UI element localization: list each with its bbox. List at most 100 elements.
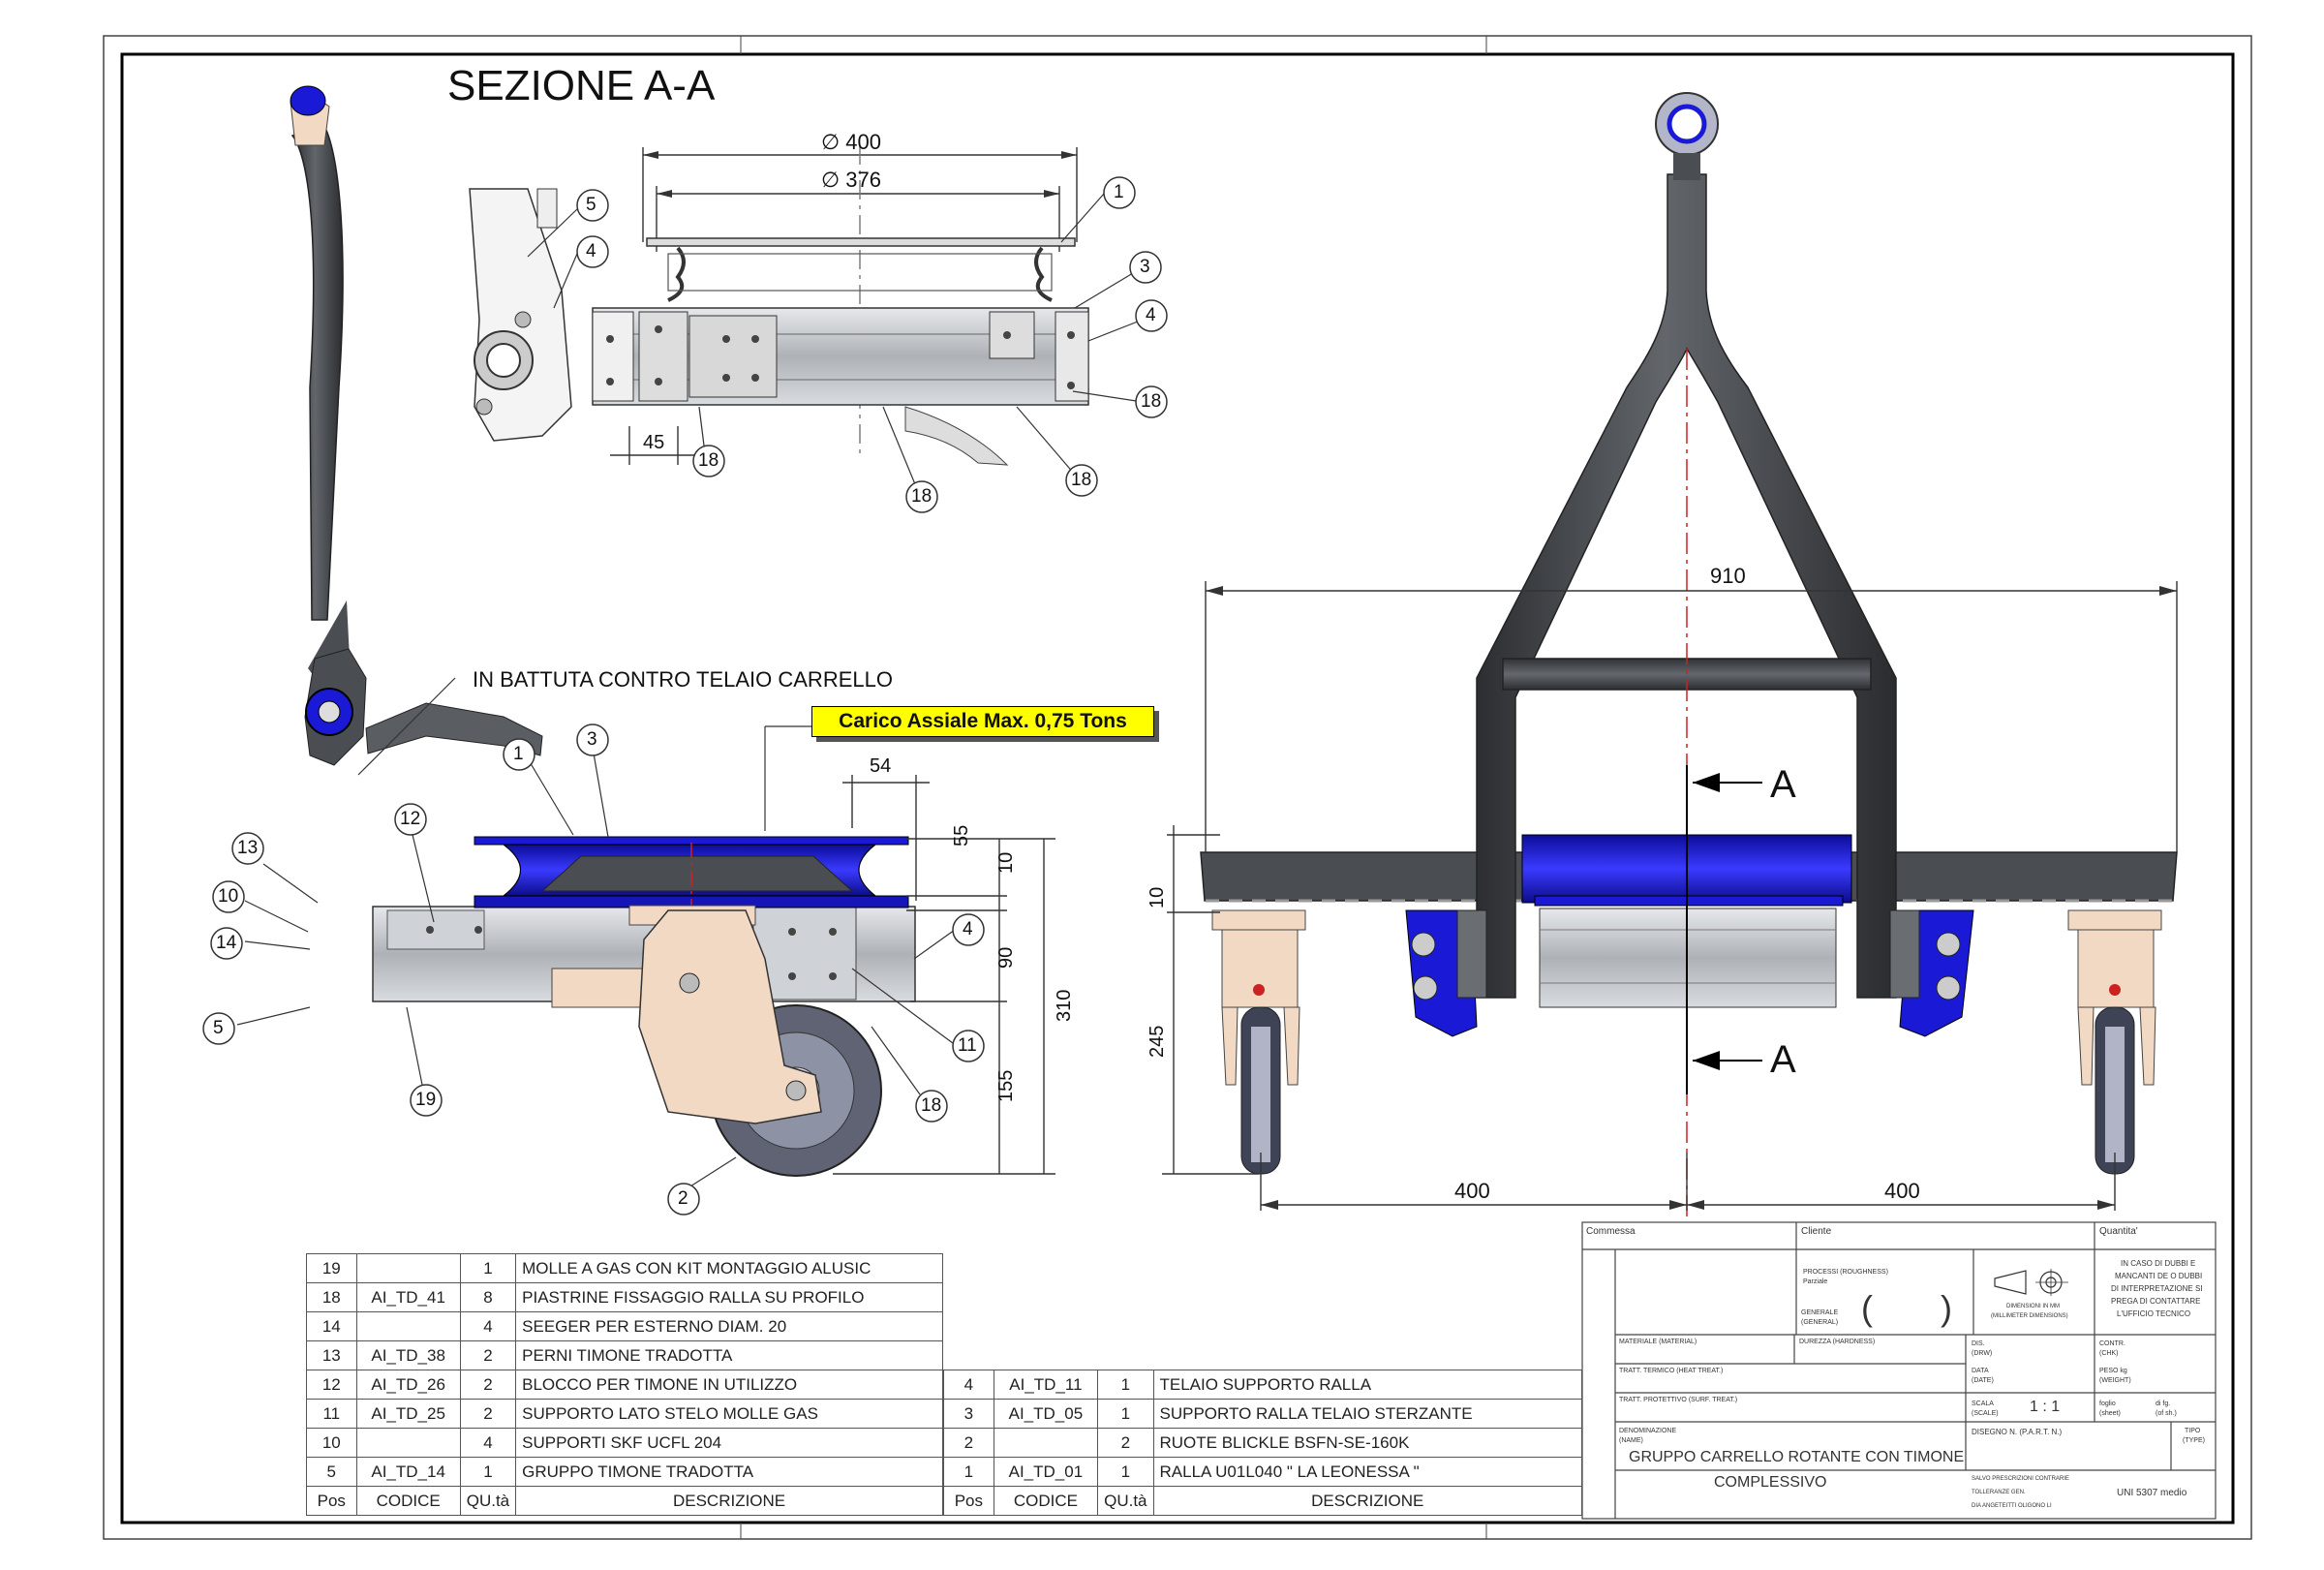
tb-generale: GENERALE (1801, 1309, 1839, 1316)
balloon-top-5: 5 (586, 195, 596, 215)
dim-diameter-400: ∅ 400 (821, 130, 881, 155)
header-desc: DESCRIZIONE (1152, 1486, 1582, 1516)
bom-pos: 19 (306, 1253, 357, 1283)
annotation-contact: IN BATTUTA CONTRO TELAIO CARRELLO (473, 667, 893, 692)
tb-processi: PROCESSI (ROUGHNESS) (1803, 1269, 1888, 1276)
bom-desc: RUOTE BLICKLE BSFN-SE-160K (1152, 1428, 1582, 1458)
diameter-symbol: ∅ (821, 168, 841, 192)
tb-quantita: Quantita' (2099, 1226, 2138, 1237)
tb-dimensioni: DIMENSIONI IN MM (2006, 1304, 2060, 1309)
tb-data: DATA (1972, 1368, 1989, 1374)
dim-diameter-376: ∅ 376 (821, 168, 881, 193)
tb-foglio: foglio (2099, 1401, 2116, 1407)
tb-denominazione: DENOMINAZIONE (1619, 1428, 1677, 1434)
tb-contr-en: (CHK) (2099, 1350, 2119, 1357)
tb-fine-0: SALVO PRESCRIZIONI CONTRARIE (1972, 1476, 2069, 1482)
tb-contr: CONTR. (2099, 1340, 2125, 1347)
diameter-symbol: ∅ (821, 130, 841, 154)
bom-codice: AI_TD_14 (355, 1457, 461, 1487)
bom-codice (355, 1311, 461, 1341)
tb-dimensioni-en: (MILLIMETER DIMENSIONS) (1991, 1313, 2068, 1319)
dim-155: 155 (995, 1069, 1017, 1102)
bom-desc: PIASTRINE FISSAGGIO RALLA SU PROFILO (515, 1282, 943, 1312)
header-codice: CODICE (355, 1486, 461, 1516)
balloon-side-5: 5 (213, 1018, 224, 1038)
bom-codice: AI_TD_25 (355, 1399, 461, 1429)
section-title: SEZIONE A-A (447, 62, 716, 109)
bom-pos: 12 (306, 1370, 357, 1400)
tb-materiale: MATERIALE (MATERIAL) (1619, 1339, 1697, 1345)
bom-pos: 1 (943, 1457, 994, 1487)
tb-dis-en: (DRW) (1972, 1350, 1993, 1357)
bom-desc: SEEGER PER ESTERNO DIAM. 20 (515, 1311, 943, 1341)
bom-pos: 5 (306, 1457, 357, 1487)
projection-symbol-icon (1994, 1269, 2068, 1296)
tb-note-3: PREGA DI CONTATTARE (2111, 1297, 2201, 1306)
balloon-side-3: 3 (587, 729, 597, 750)
tb-note-1: MANCANTI DE O DUBBI (2115, 1272, 2203, 1280)
bom-codice: AI_TD_01 (993, 1457, 1099, 1487)
side-view (202, 85, 1055, 1216)
bom-codice (355, 1253, 461, 1283)
tb-fine-2: DIA ANGETEITTI OLIGONO LI (1972, 1503, 2052, 1509)
tb-bracket-symbol: ( ) (1861, 1288, 1952, 1328)
tb-parziale: Parziale (1803, 1278, 1828, 1285)
balloon-side-4: 4 (963, 919, 973, 939)
tb-name-line-1: GRUPPO CARRELLO ROTANTE CON TIMONE (1629, 1449, 1965, 1465)
header-codice: CODICE (993, 1486, 1099, 1516)
bom-desc: SUPPORTI SKF UCFL 204 (515, 1428, 943, 1458)
balloon-side-14: 14 (216, 933, 237, 953)
balloon-side-19: 19 (415, 1090, 437, 1110)
bom-qty: 1 (1097, 1370, 1154, 1400)
balloon-top-4: 4 (586, 241, 596, 262)
balloon-side-11: 11 (958, 1035, 977, 1056)
tb-denominazione-en: (NAME) (1619, 1437, 1643, 1444)
tb-durezza: DUREZZA (HARDNESS) (1799, 1339, 1876, 1345)
tb-peso: PESO kg (2099, 1368, 2127, 1374)
bom-qty: 1 (1097, 1399, 1154, 1429)
section-mark-lower: A (1770, 1038, 1796, 1081)
dim-400-right: 400 (1884, 1179, 1920, 1203)
bom-pos: 10 (306, 1428, 357, 1458)
balloon-top-4b: 4 (1146, 305, 1156, 325)
bom-qty: 2 (459, 1370, 517, 1400)
bom-codice: AI_TD_41 (355, 1282, 461, 1312)
bom-pos: 11 (306, 1399, 357, 1429)
header-pos: Pos (943, 1486, 994, 1516)
bom-pos: 18 (306, 1282, 357, 1312)
balloon-side-1: 1 (513, 744, 524, 764)
bom-codice: AI_TD_26 (355, 1370, 461, 1400)
dim-value: 400 (845, 130, 882, 154)
bom-pos: 4 (943, 1370, 994, 1400)
dim-front-10: 10 (1147, 886, 1168, 908)
bom-desc: TELAIO SUPPORTO RALLA (1152, 1370, 1582, 1400)
balloon-side-2: 2 (678, 1188, 688, 1209)
bom-qty: 2 (459, 1340, 517, 1370)
tb-tipo-en: (TYPE) (2183, 1437, 2205, 1444)
bom-desc: GRUPPO TIMONE TRADOTTA (515, 1457, 943, 1487)
dim-10: 10 (995, 851, 1017, 874)
tb-fine-1: TOLLERANZE GEN. (1972, 1490, 2026, 1495)
tb-name-line-2: COMPLESSIVO (1714, 1474, 1827, 1491)
bom-qty: 1 (459, 1253, 517, 1283)
dim-90: 90 (995, 946, 1017, 969)
balloon-top-18c: 18 (911, 486, 933, 507)
tb-note-0: IN CASO DI DUBBI E (2121, 1259, 2196, 1268)
tb-foglio-en: (sheet) (2099, 1410, 2121, 1417)
dim-54: 54 (870, 755, 892, 777)
tb-tratt-termico: TRATT. TERMICO (HEAT TREAT.) (1619, 1368, 1724, 1374)
header-desc: DESCRIZIONE (515, 1486, 943, 1516)
tb-cliente: Cliente (1801, 1226, 1832, 1237)
balloon-side-13: 13 (237, 838, 259, 858)
bom-qty: 2 (459, 1399, 517, 1429)
